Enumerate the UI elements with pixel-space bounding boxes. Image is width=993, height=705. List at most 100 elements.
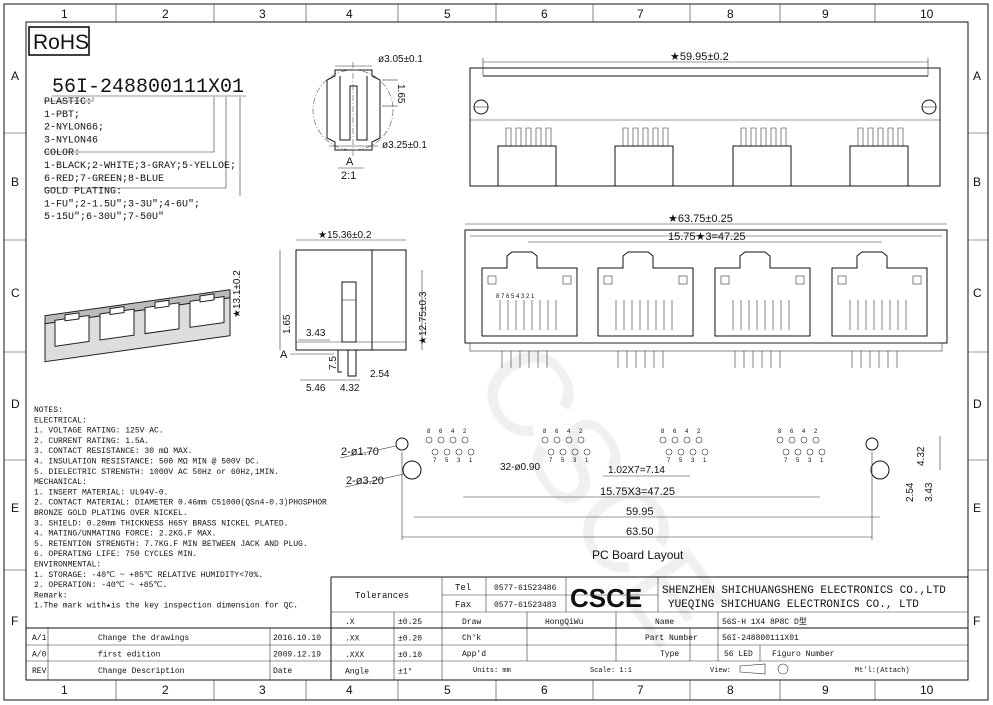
front-led	[678, 275, 688, 285]
grid-row-label: E	[973, 501, 981, 515]
pcb-pin-label: 2	[814, 429, 818, 435]
pcb-pin-hole	[788, 436, 796, 444]
projection-symbol-icon	[777, 663, 789, 675]
front-width: ★63.75±0.25	[668, 213, 733, 225]
grid-col-label: 9	[822, 683, 829, 697]
pcb-pin-hole	[431, 448, 439, 456]
rohs-box	[28, 26, 90, 56]
note-line: 2. CURRENT RATING: 1.5A.	[34, 437, 149, 446]
grid-col-label: 3	[259, 683, 266, 697]
pcb-pin-hole	[776, 436, 784, 444]
pcb-pin-hole	[571, 448, 579, 456]
pcb-pin-label: 7	[549, 458, 553, 464]
pcb-pin-label: 5	[561, 458, 565, 464]
tel-value: 0577-61523486	[494, 584, 557, 593]
part-code: 56I-248800111X01 PLASTIC:1-PBT;2-NYLON66…	[44, 76, 246, 223]
pcb-pin-hole	[689, 448, 697, 456]
part-code-line: 3-NYLON46	[44, 135, 98, 146]
pcb-pin-label: 8	[778, 429, 782, 435]
note-line: 4. MATING/UNMATING FORCE: 2.2KG.F MAX.	[34, 530, 216, 539]
pin-scale: 2:1	[341, 170, 356, 182]
front-led	[487, 275, 497, 285]
grid-row-label: F	[11, 614, 18, 628]
pcb-pin-label: 2	[579, 429, 583, 435]
side-d1: 3.43	[306, 328, 326, 339]
grid-col-label: 5	[444, 7, 451, 21]
part-code-mid: X	[208, 76, 220, 99]
rev-code: A/1	[32, 634, 47, 643]
tol-key: .XX	[345, 635, 360, 644]
pin-d-top: ø3.05±0.1	[378, 54, 423, 65]
part-number-value: 56I-248800111X01	[722, 634, 799, 643]
pcb-pin-label: 3	[573, 458, 577, 464]
front-view: ★63.75±0.25 15.75★3=47.25 8 7 6 5 4 3 2 …	[464, 213, 948, 368]
type-value: 56 LED	[724, 650, 753, 659]
pcb-pin-label: 1	[820, 458, 824, 464]
side-d2: 7.5	[328, 356, 339, 370]
pcb-pin-hole	[683, 436, 691, 444]
front-port-opening	[481, 251, 578, 337]
grid-col-label: 6	[541, 7, 548, 21]
grid-col-label: 2	[162, 683, 169, 697]
note-line: ELECTRICAL:	[34, 416, 87, 425]
note-line: 1. STORAGE: -40℃ ~ +85℃ RELATIVE HUMIDIT…	[34, 571, 263, 580]
part-code-line: GOLD PLATING:	[44, 187, 122, 198]
pcb-pin-hole	[443, 448, 451, 456]
top-view: ★59.95±0.2	[469, 51, 941, 187]
top-width: ★59.95±0.2	[670, 51, 729, 63]
grid-row-label: D	[11, 397, 20, 411]
note-line: Remark:	[34, 591, 68, 600]
pcb-hole-mid: 2-ø3.20	[346, 475, 384, 487]
top-pin	[545, 127, 552, 146]
grid-row-label: A	[11, 69, 19, 83]
grid-col-label: 10	[920, 7, 934, 21]
part-code-line: 6-RED;7-GREEN;8-BLUE	[44, 174, 164, 185]
grid-row-label: F	[973, 614, 980, 628]
tol-key: .X	[345, 618, 355, 627]
projection-cone-icon	[739, 663, 766, 675]
top-pin	[867, 127, 874, 146]
note-line: NOTES:	[34, 406, 63, 415]
part-code-line: 1-FU";2-1.5U";3-3U";4-6U";	[44, 198, 200, 210]
pcb-pin-label: 3	[691, 458, 695, 464]
company-logo: CSCE	[570, 583, 642, 613]
pcb-pin-label: 4	[451, 429, 455, 435]
pcb-pin-label: 8	[427, 429, 431, 435]
top-pin	[652, 127, 659, 146]
top-pin	[642, 127, 649, 146]
notes-block: NOTES:ELECTRICAL:1. VOLTAGE RATING: 125V…	[34, 406, 327, 611]
pcb-pin-hole	[695, 436, 703, 444]
pin-view-label: A	[346, 156, 354, 168]
rev-date: Date	[273, 667, 292, 676]
persp-port-tab	[154, 299, 170, 309]
pcb-pin-hole	[701, 448, 709, 456]
top-pin	[622, 127, 629, 146]
side-d4: 5.46	[306, 383, 326, 394]
pcb-pin-hole	[425, 436, 433, 444]
part-code-line: 5-15U";6-30U";7-50U"	[44, 211, 164, 223]
front-led	[720, 275, 730, 285]
pcb-pin-label: 2	[697, 429, 701, 435]
top-port-body	[614, 145, 674, 187]
pcb-v1: 4.32	[916, 446, 927, 466]
pcb-pin-label: 7	[667, 458, 671, 464]
pcb-pin-hole	[577, 436, 585, 444]
fax-label: Fax	[455, 600, 471, 610]
pcb-pin-hole	[800, 436, 808, 444]
pcb-pin-hole	[547, 448, 555, 456]
note-line: 4. INSULATION RESISTANCE: 500 MΩ MIN @ 5…	[34, 458, 260, 467]
part-code-line: 2-NYLON66;	[44, 123, 104, 134]
pcb-pin-pitch: 1.02X7=7.14	[608, 465, 665, 476]
pcb-pin-label: 2	[463, 429, 467, 435]
note-line: ENVIRONMENTAL:	[34, 561, 101, 570]
pcb-pin-hole	[553, 436, 561, 444]
tolerances-label: Tolerances	[355, 591, 409, 601]
side-d5: 4.32	[340, 383, 360, 394]
pcb-pin-hole	[559, 448, 567, 456]
pcb-pin-hole	[671, 436, 679, 444]
grid-col-label: 1	[61, 7, 68, 21]
side-depth: ★15.36±0.2	[318, 230, 372, 241]
note-line: 6. OPERATING LIFE: 750 CYCLES MIN.	[34, 550, 197, 559]
note-line: 3. SHIELD: 0.20mm THICKNESS H65Y BRASS N…	[34, 519, 288, 528]
